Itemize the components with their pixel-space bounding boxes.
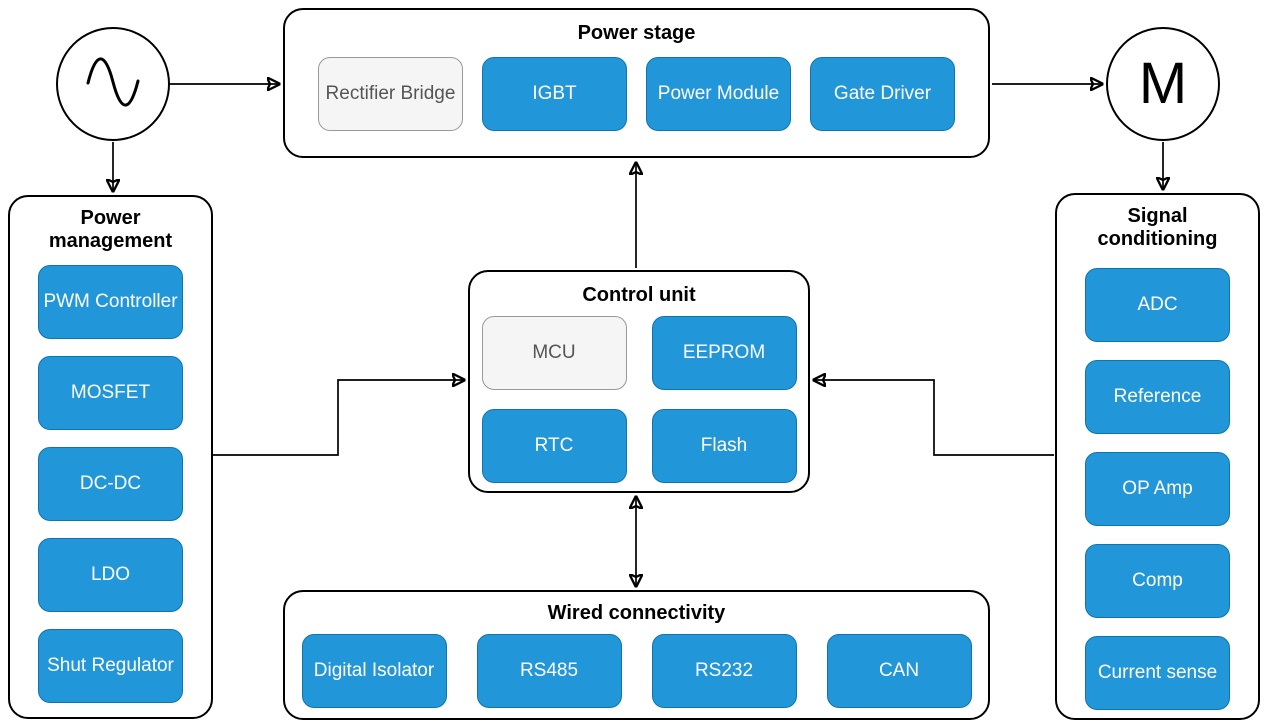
node-power-module: Power Module (646, 57, 791, 131)
node-current-sense: Current sense (1085, 636, 1230, 710)
node-op-amp: OP Amp (1085, 452, 1230, 526)
connector-signal-conditioning-to-control-unit (814, 380, 1054, 456)
group-power-stage: Power stage Rectifier Bridge IGBT Power … (283, 8, 990, 158)
ac-source-node (56, 27, 170, 141)
node-gate-driver: Gate Driver (810, 57, 955, 131)
node-pwm-controller: PWM Controller (38, 265, 183, 339)
group-title-signal-conditioning: Signal conditioning (1097, 205, 1218, 250)
node-comp: Comp (1085, 544, 1230, 618)
control-unit-blocks: MCU EEPROM RTC Flash (481, 316, 797, 483)
group-control-unit: Control unit MCU EEPROM RTC Flash (468, 270, 810, 493)
node-rtc: RTC (481, 409, 627, 483)
group-power-management: Power management PWM Controller MOSFET D… (8, 195, 213, 719)
group-title-wired-connectivity: Wired connectivity (547, 602, 726, 624)
wired-connectivity-blocks: Digital Isolator RS485 RS232 CAN (301, 634, 972, 708)
group-title-power-stage: Power stage (577, 22, 696, 44)
node-flash: Flash (651, 409, 797, 483)
node-mosfet: MOSFET (38, 356, 183, 430)
group-title-control-unit: Control unit (582, 284, 696, 306)
power-management-blocks: PWM Controller MOSFET DC-DC LDO Shut Reg… (38, 265, 183, 703)
node-rectifier-bridge: Rectifier Bridge (318, 57, 463, 131)
node-mcu: MCU (481, 316, 627, 390)
node-reference: Reference (1085, 360, 1230, 434)
group-wired-connectivity: Wired connectivity Digital Isolator RS48… (283, 590, 990, 720)
node-dc-dc: DC-DC (38, 447, 183, 521)
sine-wave-icon (81, 50, 145, 119)
signal-conditioning-blocks: ADC Reference OP Amp Comp Current sense (1085, 268, 1230, 710)
node-rs232: RS232 (651, 634, 797, 708)
node-can: CAN (826, 634, 972, 708)
node-ldo: LDO (38, 538, 183, 612)
node-rs485: RS485 (476, 634, 622, 708)
group-signal-conditioning: Signal conditioning ADC Reference OP Amp… (1055, 193, 1260, 720)
power-stage-blocks: Rectifier Bridge IGBT Power Module Gate … (318, 57, 955, 131)
connector-power-management-to-control-unit (213, 380, 464, 456)
group-title-power-management: Power management (48, 207, 173, 252)
node-digital-isolator: Digital Isolator (301, 634, 447, 708)
node-eeprom: EEPROM (651, 316, 797, 390)
node-igbt: IGBT (482, 57, 627, 131)
motor-label: M (1138, 51, 1188, 116)
motor-node: M (1106, 27, 1220, 141)
node-shut-regulator: Shut Regulator (38, 629, 183, 703)
node-adc: ADC (1085, 268, 1230, 342)
